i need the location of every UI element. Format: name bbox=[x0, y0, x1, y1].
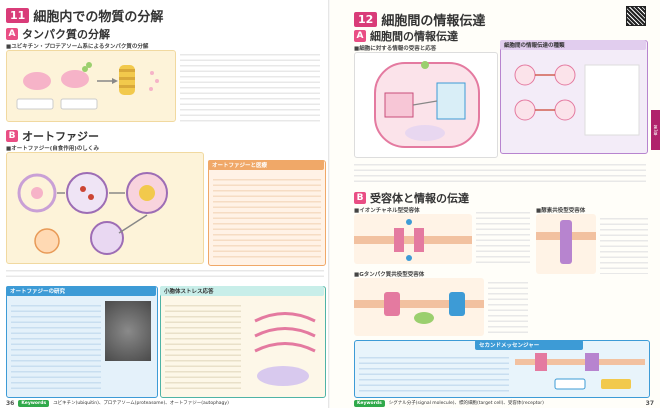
keywords-text: ユビキチン(ubiquitin)、プロテアソーム(proteasome)、オート… bbox=[53, 401, 229, 406]
chapter-title-left: 11 細胞内での物質の分解 bbox=[6, 6, 163, 25]
medical-box-text bbox=[213, 175, 321, 261]
er-stress-box-title: 小胞体ストレス応答 bbox=[160, 286, 324, 296]
chapter-side-tab: 第1章 bbox=[651, 110, 660, 150]
ion-channel-caption: ■イオンチャネル型受容体 bbox=[354, 208, 420, 214]
gprotein-figure bbox=[354, 278, 484, 336]
section-title: タンパク質の分解 bbox=[22, 28, 110, 41]
enzyme-text bbox=[600, 214, 648, 274]
point-box-title: 細胞間の情報伝達の種類 bbox=[500, 40, 646, 50]
cell-signaling-diagram bbox=[374, 61, 480, 148]
ubiquitin-figure bbox=[6, 50, 176, 122]
ion-channel-diagram bbox=[354, 219, 472, 261]
keywords-badge: Keywords bbox=[354, 399, 385, 407]
keywords-text: シグナル分子(signal molecule)、標的細胞(target cell… bbox=[388, 401, 544, 406]
chapter-number: 11 bbox=[6, 8, 30, 23]
qr-code-icon bbox=[626, 6, 646, 26]
signaling-types-diagram bbox=[514, 64, 640, 136]
section-b-heading: B オートファジー bbox=[6, 128, 99, 144]
section-a-heading: A 細胞間の情報伝達 bbox=[354, 28, 458, 44]
medical-box: オートファジーと医療 bbox=[208, 160, 326, 266]
section-a-intro bbox=[96, 26, 176, 48]
autophagy-figure bbox=[6, 152, 204, 264]
section-title: オートファジー bbox=[22, 130, 99, 143]
medical-box-title: オートファジーと医療 bbox=[208, 160, 324, 170]
research-box-text bbox=[11, 301, 101, 391]
section-letter: B bbox=[354, 192, 366, 204]
autophagy-diagram bbox=[17, 172, 168, 255]
research-box-title: オートファジーの研究 bbox=[6, 286, 156, 296]
keywords-badge: Keywords bbox=[18, 399, 50, 407]
page-number: 36 bbox=[6, 399, 15, 407]
chapter-heading: 細胞間の情報伝達 bbox=[381, 14, 486, 29]
gprotein-text bbox=[488, 278, 528, 336]
ion-channel-figure bbox=[354, 214, 472, 264]
right-page: 12 細胞間の情報伝達 A 細胞間の情報伝達 ■細胞に対する情報の受容と応答 細… bbox=[330, 0, 660, 408]
section-a-text bbox=[180, 50, 320, 122]
gprotein-diagram bbox=[354, 292, 484, 324]
figure-caption: ■オートファジー(自食作用)のしくみ bbox=[6, 146, 99, 152]
section-a-heading: A タンパク質の分解 bbox=[6, 26, 110, 42]
page-number: 37 bbox=[645, 399, 654, 407]
enzyme-figure bbox=[536, 214, 596, 274]
chapter-number: 12 bbox=[354, 12, 378, 27]
enzyme-caption: ■酵素共役型受容体 bbox=[536, 208, 586, 214]
second-messenger-title: セカンドメッセンジャー bbox=[475, 340, 583, 350]
ubiquitin-diagram bbox=[16, 62, 159, 110]
gprotein-caption: ■Gタンパク質共役型受容体 bbox=[354, 272, 425, 278]
second-messenger-text bbox=[359, 353, 509, 393]
research-box: オートファジーの研究 bbox=[6, 286, 158, 398]
section-b-heading: B 受容体と情報の伝達 bbox=[354, 190, 469, 206]
section-b-text bbox=[6, 266, 324, 280]
second-messenger-diagram bbox=[515, 353, 645, 390]
chapter-heading: 細胞内での物質の分解 bbox=[33, 10, 164, 25]
microscope-photo bbox=[105, 301, 151, 361]
point-box: 細胞間の情報伝達の種類 bbox=[500, 40, 648, 154]
er-diagram bbox=[254, 312, 316, 386]
figure-caption: ■細胞に対する情報の受容と応答 bbox=[354, 46, 437, 52]
keyword-bar-right: Keywords シグナル分子(signal molecule)、標的細胞(ta… bbox=[354, 398, 654, 408]
section-title: 受容体と情報の伝達 bbox=[370, 192, 469, 205]
figure-caption: ■ユビキチン・プロテアソーム系によるタンパク質の分解 bbox=[6, 44, 149, 50]
ion-channel-text bbox=[476, 208, 530, 264]
er-stress-box: 小胞体ストレス応答 bbox=[160, 286, 326, 398]
section-title: 細胞間の情報伝達 bbox=[370, 30, 458, 43]
keyword-bar-left: 36 Keywords ユビキチン(ubiquitin)、プロテアソーム(pro… bbox=[6, 398, 229, 408]
section-letter: B bbox=[6, 130, 18, 142]
section-letter: A bbox=[6, 28, 18, 40]
section-a-text bbox=[354, 160, 646, 182]
second-messenger-box: セカンドメッセンジャー bbox=[354, 340, 650, 398]
enzyme-receptor-diagram bbox=[536, 220, 596, 264]
signaling-figure bbox=[354, 52, 498, 158]
section-letter: A bbox=[354, 30, 366, 42]
er-stress-text bbox=[165, 301, 241, 391]
left-page: 11 細胞内での物質の分解 A タンパク質の分解 ■ユビキチン・プロテアソーム系… bbox=[6, 6, 326, 408]
chapter-title-right: 12 細胞間の情報伝達 bbox=[354, 10, 485, 29]
